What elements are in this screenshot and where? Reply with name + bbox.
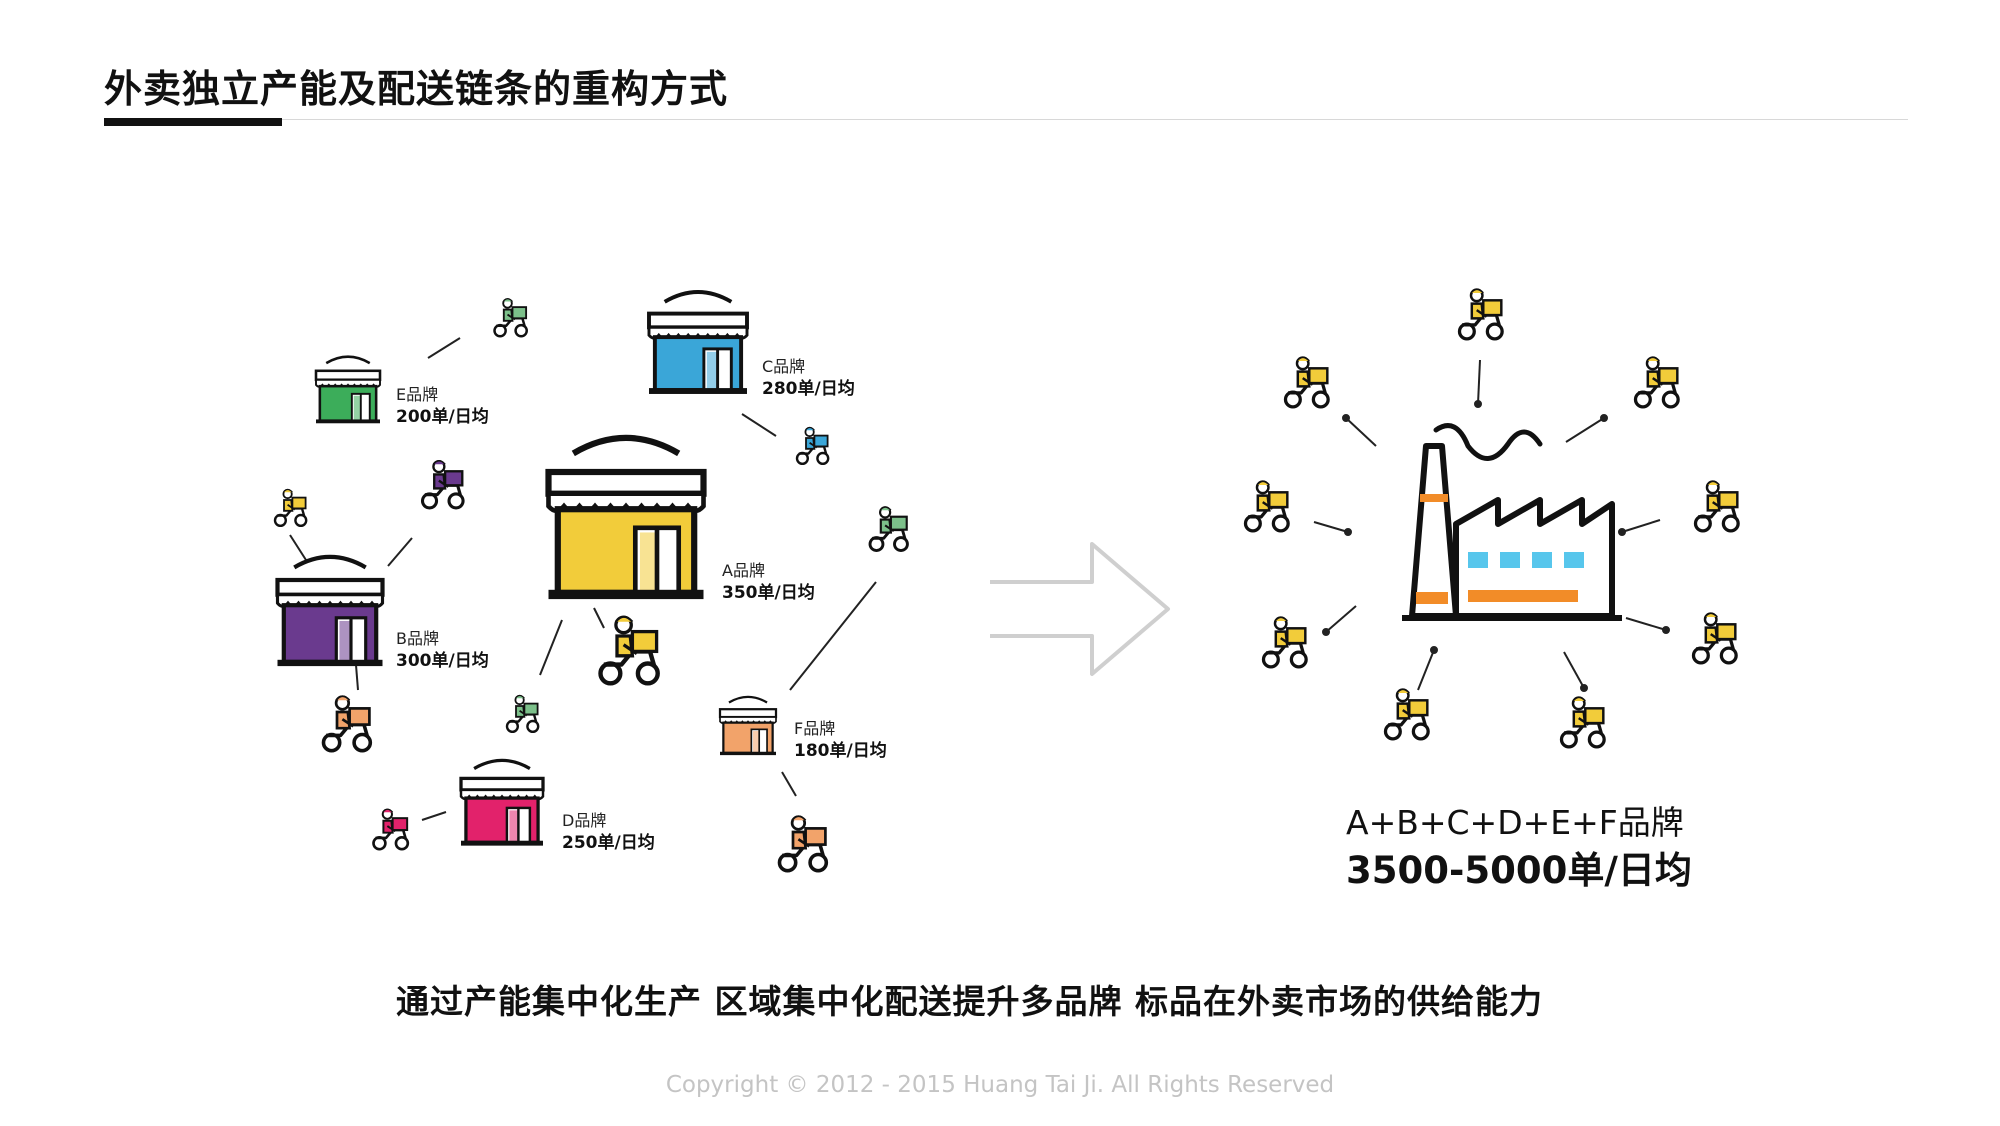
store-icon-f xyxy=(718,695,778,757)
brand-volume-c: 280单/日均 xyxy=(762,378,855,399)
copyright-footer: Copyright © 2012 - 2015 Huang Tai Ji. Al… xyxy=(665,1072,1335,1098)
store-icon-b xyxy=(278,557,383,666)
store-icon-a xyxy=(549,438,704,599)
brand-label-d: D品牌 xyxy=(562,811,606,830)
brand-volume-b: 300单/日均 xyxy=(396,650,489,671)
rider-icon xyxy=(505,694,540,733)
rider-icon xyxy=(1261,615,1308,669)
title-divider xyxy=(282,119,1908,120)
rider-icon xyxy=(493,297,528,338)
brand-label-f: F品牌 xyxy=(794,719,835,738)
brand-label-b: B品牌 xyxy=(396,629,439,648)
store-icon-c xyxy=(647,290,749,396)
rider-icon xyxy=(868,505,909,552)
factory-icon xyxy=(1402,423,1622,621)
rider-icon xyxy=(1633,355,1680,409)
tagline: 通过产能集中化生产 区域集中化配送提升多品牌 标品在外卖市场的供给能力 xyxy=(396,982,1543,1021)
rider-icon xyxy=(1283,355,1330,409)
combined-volume-label: 3500-5000单/日均 xyxy=(1346,849,1692,892)
store-icon-e xyxy=(314,355,382,425)
rider-icon xyxy=(372,807,410,851)
brand-volume-d: 250单/日均 xyxy=(562,832,655,853)
rider-icon xyxy=(1457,287,1504,341)
brand-label-e: E品牌 xyxy=(396,385,438,404)
combined-brands-label: A+B+C+D+E+F品牌 xyxy=(1346,803,1684,842)
rider-icon xyxy=(795,426,830,465)
brand-volume-a: 350单/日均 xyxy=(722,582,815,603)
rider-icon xyxy=(1559,695,1606,749)
store-icon-d xyxy=(459,758,545,848)
rider-icon xyxy=(601,617,658,684)
brand-label-c: C品牌 xyxy=(762,357,805,376)
rider-icon xyxy=(420,459,465,510)
rider-icon xyxy=(1243,479,1290,533)
brand-volume-f: 180单/日均 xyxy=(794,740,887,761)
brand-volume-e: 200单/日均 xyxy=(396,406,489,427)
transform-arrow xyxy=(990,542,1170,676)
rider-icon xyxy=(273,488,308,527)
rider-icon xyxy=(777,814,829,873)
brand-label-a: A品牌 xyxy=(722,561,765,580)
rider-icon xyxy=(1383,687,1430,741)
rider-icon xyxy=(1693,479,1740,533)
rider-icon xyxy=(1691,611,1738,665)
rider-icon xyxy=(321,694,373,753)
connection-lines xyxy=(289,337,877,821)
factory-spokes xyxy=(1313,359,1670,692)
page-title: 外卖独立产能及配送链条的重构方式 xyxy=(104,67,729,111)
title-underline-accent xyxy=(104,118,282,126)
